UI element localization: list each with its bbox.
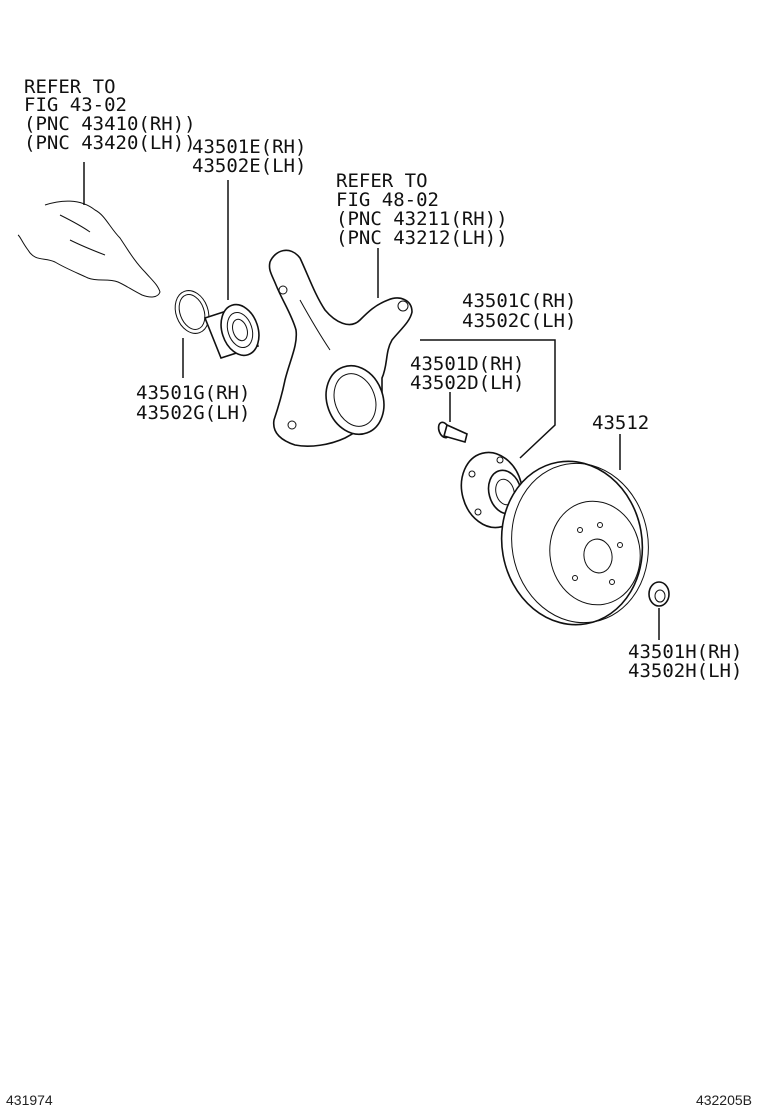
part-g-lh: 43502G(LH) xyxy=(136,402,250,424)
steering-knuckle xyxy=(268,249,413,447)
part-g-rh: 43501G(RH) xyxy=(136,382,250,404)
refer-knuckle-line-1: REFER TO xyxy=(336,170,428,192)
hub-nut xyxy=(648,581,670,607)
label-refer-shaft: REFER TO FIG 43-02 (PNC 43410(RH)) (PNC … xyxy=(24,76,207,154)
label-part-g: 43501G(RH) 43502G(LH) xyxy=(136,382,262,424)
label-part-d: 43501D(RH) 43502D(LH) xyxy=(410,353,536,394)
refer-knuckle-line-2: FIG 48-02 xyxy=(336,189,439,211)
refer-shaft-line-1: REFER TO xyxy=(24,76,116,98)
refer-knuckle-line-3: (PNC 43211(RH)) xyxy=(336,208,508,230)
drive-shaft-outline xyxy=(17,200,161,298)
leader-c xyxy=(420,339,556,459)
brake-disc xyxy=(500,460,649,626)
refer-shaft-line-2: FIG 43-02 xyxy=(24,94,127,116)
label-part-disc: 43512 xyxy=(592,412,649,434)
part-d-rh: 43501D(RH) xyxy=(410,353,524,375)
hub-bolt xyxy=(437,421,468,443)
part-h-rh: 43501H(RH) xyxy=(628,641,742,663)
part-e-rh: 43501E(RH) xyxy=(192,136,306,158)
part-c-rh: 43501C(RH) xyxy=(462,290,576,312)
refer-shaft-line-3: (PNC 43410(RH)) xyxy=(24,113,196,135)
part-d-lh: 43502D(LH) xyxy=(410,372,524,394)
part-h-lh: 43502H(LH) xyxy=(628,660,742,682)
refer-knuckle-line-4: (PNC 43212(LH)) xyxy=(336,227,508,249)
footer-right-code: 432205B xyxy=(696,1092,752,1108)
label-part-c: 43501C(RH) 43502C(LH) xyxy=(462,290,588,332)
label-part-e: 43501E(RH) 43502E(LH) xyxy=(192,136,318,177)
footer-left-code: 431974 xyxy=(6,1092,53,1108)
refer-shaft-line-4: (PNC 43420(LH)) xyxy=(24,132,196,154)
label-part-h: 43501H(RH) 43502H(LH) xyxy=(628,641,754,682)
wheel-bearing xyxy=(203,303,260,359)
label-refer-knuckle: REFER TO FIG 48-02 (PNC 43211(RH)) (PNC … xyxy=(336,170,519,249)
snap-ring xyxy=(174,290,210,334)
part-e-lh: 43502E(LH) xyxy=(192,155,306,177)
part-c-lh: 43502C(LH) xyxy=(462,310,576,332)
